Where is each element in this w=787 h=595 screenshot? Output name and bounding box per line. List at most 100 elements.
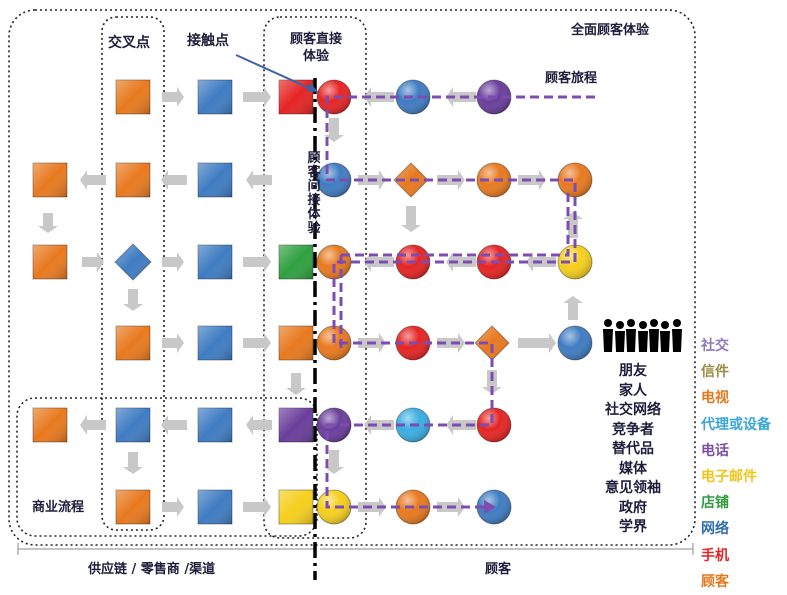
stakeholder-item: 竞争者 <box>612 421 654 438</box>
touchpoint-square-shade <box>279 490 313 524</box>
process-square-shade <box>116 408 150 442</box>
grey-arrow-up <box>563 212 583 238</box>
grey-arrow-left <box>80 415 106 435</box>
person-icon <box>639 321 647 329</box>
channel-item: 手机 <box>701 547 729 564</box>
grey-arrow-right <box>243 497 271 517</box>
customer-circle-shade <box>558 163 592 197</box>
indirect-experience-label: 顾客间接体验 <box>307 151 321 236</box>
grey-arrow-left <box>364 415 394 435</box>
process-square-shade <box>33 245 67 279</box>
touchpoint-pointer-head <box>306 83 318 92</box>
touchpoint-square-shade <box>279 326 313 360</box>
channel-item: 电子邮件 <box>701 469 757 486</box>
journey-end-arrowhead <box>484 500 496 514</box>
grey-arrow-right <box>82 252 104 272</box>
grey-arrow-left <box>161 170 187 190</box>
grey-arrow-down <box>123 289 143 311</box>
stakeholder-item: 政府 <box>619 499 647 516</box>
person-icon-body <box>638 331 648 352</box>
touchpoint-pointer <box>235 54 319 93</box>
person-icon-body <box>672 329 682 352</box>
person-icon <box>604 319 612 327</box>
full-experience-frame <box>8 9 696 546</box>
grey-arrow-right <box>518 333 556 353</box>
touchpoint-square-shade <box>279 245 313 279</box>
person-icon-body <box>626 329 636 352</box>
stakeholder-item: 家人 <box>619 382 647 399</box>
customer-circle-shade <box>317 490 351 524</box>
process-square-shade <box>116 163 150 197</box>
person-icon <box>627 319 635 327</box>
person-icon <box>616 321 624 329</box>
process-square-shade <box>198 80 232 114</box>
grey-arrow-left <box>446 252 476 272</box>
channel-item: 社交 <box>701 338 729 354</box>
grey-arrow-left <box>161 415 187 435</box>
customer-journey-label: 顾客旅程 <box>545 71 598 86</box>
grey-arrow-down <box>401 206 421 232</box>
grey-arrow-right <box>243 333 271 353</box>
grey-arrow-left <box>246 415 272 435</box>
process-square-shade <box>198 490 232 524</box>
grey-arrow-up <box>563 296 583 320</box>
process-square-shade <box>198 326 232 360</box>
business-process-frame <box>16 397 318 537</box>
grey-arrow-right <box>162 252 184 272</box>
grey-arrow-down <box>324 450 344 474</box>
grey-arrow-down <box>324 118 344 142</box>
stakeholder-item: 意见领袖 <box>605 480 661 496</box>
supply-chain-label: 供应链 / 零售商 /渠道 <box>88 562 216 577</box>
grey-arrow-right <box>437 170 465 190</box>
customer-circle-shade <box>558 326 592 360</box>
grey-arrow-right <box>243 252 271 272</box>
intersection-label: 交叉点 <box>108 35 150 51</box>
touchpoint-label: 接触点 <box>187 33 229 49</box>
person-icon <box>673 319 681 327</box>
grey-arrow-right <box>162 87 184 107</box>
channel-item: 代理或设备 <box>701 416 771 433</box>
intersection-frame <box>101 16 165 531</box>
channel-item: 顾客 <box>701 573 729 590</box>
process-square-shade <box>116 326 150 360</box>
process-square-shade <box>116 490 150 524</box>
channel-item: 电话 <box>701 442 729 459</box>
stakeholder-item: 社交网络 <box>605 402 661 418</box>
grey-arrow-left <box>80 170 106 190</box>
stakeholder-list: 朋友家人社交网络竞争者替代品媒体意见领袖政府学界 <box>598 362 668 538</box>
person-icon-body <box>649 329 659 352</box>
process-square-shade <box>198 163 232 197</box>
customer-circle-shade <box>477 408 511 442</box>
channel-item: 电视 <box>701 390 729 407</box>
full-experience-label: 全面顾客体验 <box>571 23 650 38</box>
touchpoint-square-shade <box>279 408 313 442</box>
stakeholder-item: 学界 <box>619 519 647 535</box>
direct-experience-label: 顾客直接体验 <box>289 32 343 64</box>
channel-legend: 社交信件电视代理或设备电话电子邮件店铺网络手机顾客 <box>701 333 785 595</box>
business-process-label: 商业流程 <box>32 500 85 515</box>
intersection-diamond-shade <box>115 244 151 280</box>
touchpoint-square-shade <box>279 80 313 114</box>
channel-item: 网络 <box>701 521 729 538</box>
customer-journey-path <box>325 95 595 509</box>
person-icon-body <box>603 329 613 352</box>
process-square-shade <box>198 408 232 442</box>
grey-arrow-down <box>482 370 502 394</box>
process-square-shade <box>116 80 150 114</box>
person-icon <box>650 319 658 327</box>
person-icon-body <box>660 331 670 352</box>
grey-arrow-right <box>162 497 184 517</box>
grey-arrow-down <box>286 373 306 395</box>
grey-arrow-right <box>243 87 271 107</box>
stakeholder-item: 替代品 <box>612 441 654 457</box>
grey-arrow-left <box>246 170 272 190</box>
channel-item: 信件 <box>701 364 729 381</box>
process-square-shade <box>33 408 67 442</box>
customer-diamond-shade <box>475 326 509 360</box>
stakeholder-item: 媒体 <box>619 460 647 477</box>
channel-item: 店铺 <box>701 495 729 512</box>
person-icon <box>661 321 669 329</box>
grey-arrow-down <box>123 452 143 474</box>
grey-arrow-down <box>38 213 58 233</box>
